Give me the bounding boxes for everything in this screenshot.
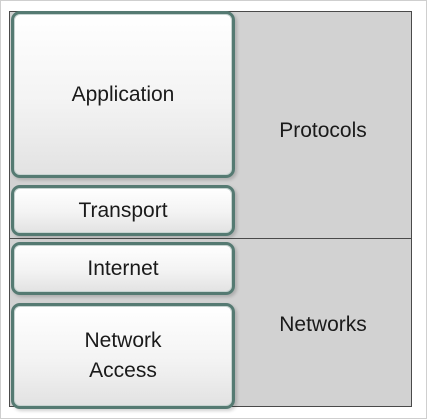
layer-application-line-1: Application [71, 82, 175, 106]
layer-network-access-label: Network Access [84, 326, 161, 386]
group-label-networks: Networks [279, 313, 367, 336]
layer-network-access: Network Access [11, 303, 235, 409]
layer-network-access-line-1: Network [84, 329, 162, 352]
layer-internet-line-1: Internet [87, 256, 159, 280]
layer-application: Application [11, 11, 235, 178]
group-divider [9, 238, 412, 239]
layer-transport-label: Transport [78, 196, 167, 226]
layer-internet-label: Internet [87, 254, 158, 284]
layer-application-label: Application [72, 80, 175, 110]
layer-internet: Internet [11, 242, 235, 295]
layer-transport-line-1: Transport [78, 198, 168, 222]
layer-network-access-line-2: Access [89, 359, 157, 382]
group-label-protocols: Protocols [279, 119, 367, 142]
layer-transport: Transport [11, 185, 235, 236]
